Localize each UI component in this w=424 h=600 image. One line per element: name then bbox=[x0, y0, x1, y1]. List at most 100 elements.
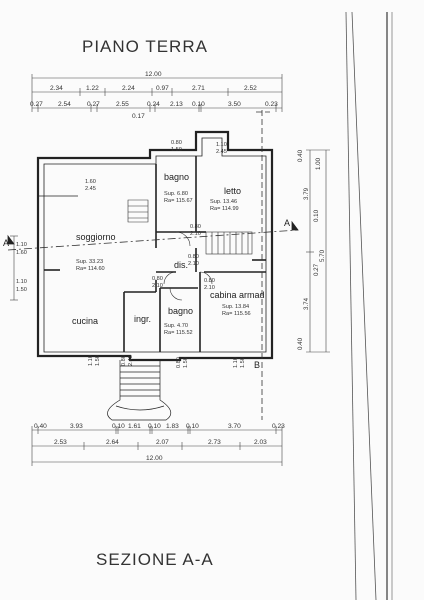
room-cabina-sup: Sup. 13.84 bbox=[222, 304, 249, 310]
opening-w3-a: 1.10 bbox=[216, 142, 227, 148]
opening-w2-a: 0.80 bbox=[171, 140, 182, 146]
dim-right-total: 5.70 bbox=[319, 249, 326, 262]
section-marks bbox=[7, 220, 299, 245]
room-letto: letto bbox=[224, 186, 241, 196]
dim-bot-r1-3: 1.61 bbox=[128, 423, 141, 430]
opening-w8-a: 0.80 bbox=[121, 355, 127, 366]
dim-top-r2-0: 0.27 bbox=[30, 101, 43, 108]
section-mark-b: B bbox=[254, 360, 260, 370]
room-soggiorno: soggiorno bbox=[76, 232, 116, 242]
dim-top-r2-6: 0.10 bbox=[192, 101, 205, 108]
dim-bot-r1-8: 0.23 bbox=[272, 423, 285, 430]
dim-right-inner-2: 0.10 bbox=[313, 209, 320, 222]
section-line-b bbox=[256, 110, 270, 420]
dim-right-inner-1: 1.00 bbox=[315, 157, 322, 170]
opening-w5-a: 0.80 bbox=[188, 254, 199, 260]
dim-total-bottom: 12.00 bbox=[146, 455, 163, 462]
room-bagno-bottom-sup: Sup. 4.70 bbox=[164, 323, 188, 329]
dim-bot-r1-7: 3.70 bbox=[228, 423, 241, 430]
dim-right-outer-0: 3.79 bbox=[303, 187, 310, 200]
section-mark-left: A bbox=[3, 238, 9, 248]
dim-top-r2-8: 0.23 bbox=[265, 101, 278, 108]
room-bagno-top-sup: Sup. 6.80 bbox=[164, 191, 188, 197]
interior-walls bbox=[44, 156, 266, 352]
dim-right-inner-0: 0.40 bbox=[297, 149, 304, 162]
room-bagno-top-ra: Ra= 115.67 bbox=[164, 198, 193, 204]
room-letto-ra: Ra= 114.99 bbox=[210, 206, 239, 212]
dim-top-r2-1: 2.54 bbox=[58, 101, 71, 108]
room-bagno-bottom: bagno bbox=[168, 306, 193, 316]
opening-w4-b: 2.10 bbox=[190, 231, 201, 237]
opening-w9-a: 0.80 bbox=[176, 357, 182, 368]
opening-w6c-b: 2.10 bbox=[204, 285, 215, 291]
right-dimension-chain bbox=[306, 149, 330, 353]
dim-total-top: 12.00 bbox=[145, 71, 162, 78]
dim-right-inner-4: 0.40 bbox=[297, 337, 304, 350]
room-letto-sup: Sup. 13.46 bbox=[210, 199, 237, 205]
opening-w3-b: 2.45 bbox=[216, 149, 227, 155]
dim-top-r1-5: 2.52 bbox=[244, 85, 257, 92]
left-dimension-chain bbox=[10, 235, 18, 301]
dim-bot-r1-4: 0.10 bbox=[148, 423, 161, 430]
dim-right-outer-1: 3.74 bbox=[303, 297, 310, 310]
dim-left-bottom-0: 1.10 bbox=[16, 279, 27, 285]
opening-w2-b: 1.50 bbox=[171, 147, 182, 153]
opening-w6-a: 0.80 bbox=[152, 276, 163, 282]
opening-labels: 1.60 2.45 0.80 1.50 1.10 2.45 0.80 2.10 … bbox=[85, 140, 227, 291]
room-soggiorno-sup: Sup. 33.23 bbox=[76, 259, 103, 265]
dim-bot-r1-2: 0.10 bbox=[112, 423, 125, 430]
opening-w1-b: 2.45 bbox=[85, 186, 96, 192]
dim-top-r2-5: 2.13 bbox=[170, 101, 183, 108]
dim-top-r1-0: 2.34 bbox=[50, 85, 63, 92]
dim-left-bottom-1: 1.50 bbox=[16, 287, 27, 293]
bottom-dimension-chain bbox=[31, 426, 283, 466]
opening-w4-a: 0.80 bbox=[190, 224, 201, 230]
room-cucina: cucina bbox=[72, 316, 98, 326]
room-bagno-top: bagno bbox=[164, 172, 189, 182]
dim-top-r1-4: 2.71 bbox=[192, 85, 205, 92]
door-swings bbox=[163, 231, 213, 301]
title-piano-terra: PIANO TERRA bbox=[82, 37, 208, 56]
section-mark-right: A bbox=[284, 218, 290, 228]
opening-w5-b: 2.10 bbox=[188, 261, 199, 267]
opening-w10-b: 1.50 bbox=[240, 357, 246, 368]
dim-bot-r2-4: 2.03 bbox=[254, 439, 267, 446]
opening-w7-b: 1.50 bbox=[95, 355, 101, 366]
dim-left-top-1: 1.60 bbox=[16, 250, 27, 256]
opening-w9-b: 1.50 bbox=[183, 357, 189, 368]
dim-left-top-0: 1.10 bbox=[16, 242, 27, 248]
room-dis: dis. bbox=[174, 260, 188, 270]
dim-top-r2-2: 0.27 bbox=[87, 101, 100, 108]
room-cabina-ra: Ra= 115.56 bbox=[222, 311, 251, 317]
margin-lines bbox=[345, 11, 393, 600]
room-soggiorno-ra: Ra= 114.60 bbox=[76, 266, 105, 272]
dim-bot-r1-5: 1.83 bbox=[166, 423, 179, 430]
dim-bot-r1-6: 0.10 bbox=[186, 423, 199, 430]
room-cabina: cabina armad bbox=[210, 290, 265, 300]
entrance-steps bbox=[107, 360, 172, 421]
opening-w7-a: 1.10 bbox=[88, 355, 94, 366]
dim-top-below: 0.17 bbox=[132, 113, 145, 120]
dim-top-r1-3: 0.97 bbox=[156, 85, 169, 92]
dim-bot-r1-0: 0.40 bbox=[34, 423, 47, 430]
room-ingr: ingr. bbox=[134, 314, 151, 324]
opening-w1-a: 1.60 bbox=[85, 179, 96, 185]
title-sezione: SEZIONE A-A bbox=[96, 550, 214, 569]
opening-w8-b: 2.45 bbox=[128, 355, 134, 366]
dim-bot-r2-1: 2.64 bbox=[106, 439, 119, 446]
stairs bbox=[127, 199, 253, 255]
room-bagno-bottom-ra: Ra= 115.52 bbox=[164, 330, 193, 336]
opening-labels-vertical: 1.10 1.50 0.80 2.45 0.80 1.50 1.10 1.50 bbox=[88, 355, 246, 368]
top-dimension-chain bbox=[31, 74, 283, 112]
dim-right-inner-3: 0.27 bbox=[313, 263, 320, 276]
dim-top-r2-4: 0.24 bbox=[147, 101, 160, 108]
dim-bot-r2-2: 2.07 bbox=[156, 439, 169, 446]
opening-w10-a: 1.10 bbox=[233, 357, 239, 368]
dim-top-r2-7: 3.50 bbox=[228, 101, 241, 108]
opening-w6c-a: 0.80 bbox=[204, 278, 215, 284]
dim-top-r1-2: 2.24 bbox=[122, 85, 135, 92]
opening-w6-b: 2.10 bbox=[152, 283, 163, 289]
dim-top-r1-1: 1.22 bbox=[86, 85, 99, 92]
